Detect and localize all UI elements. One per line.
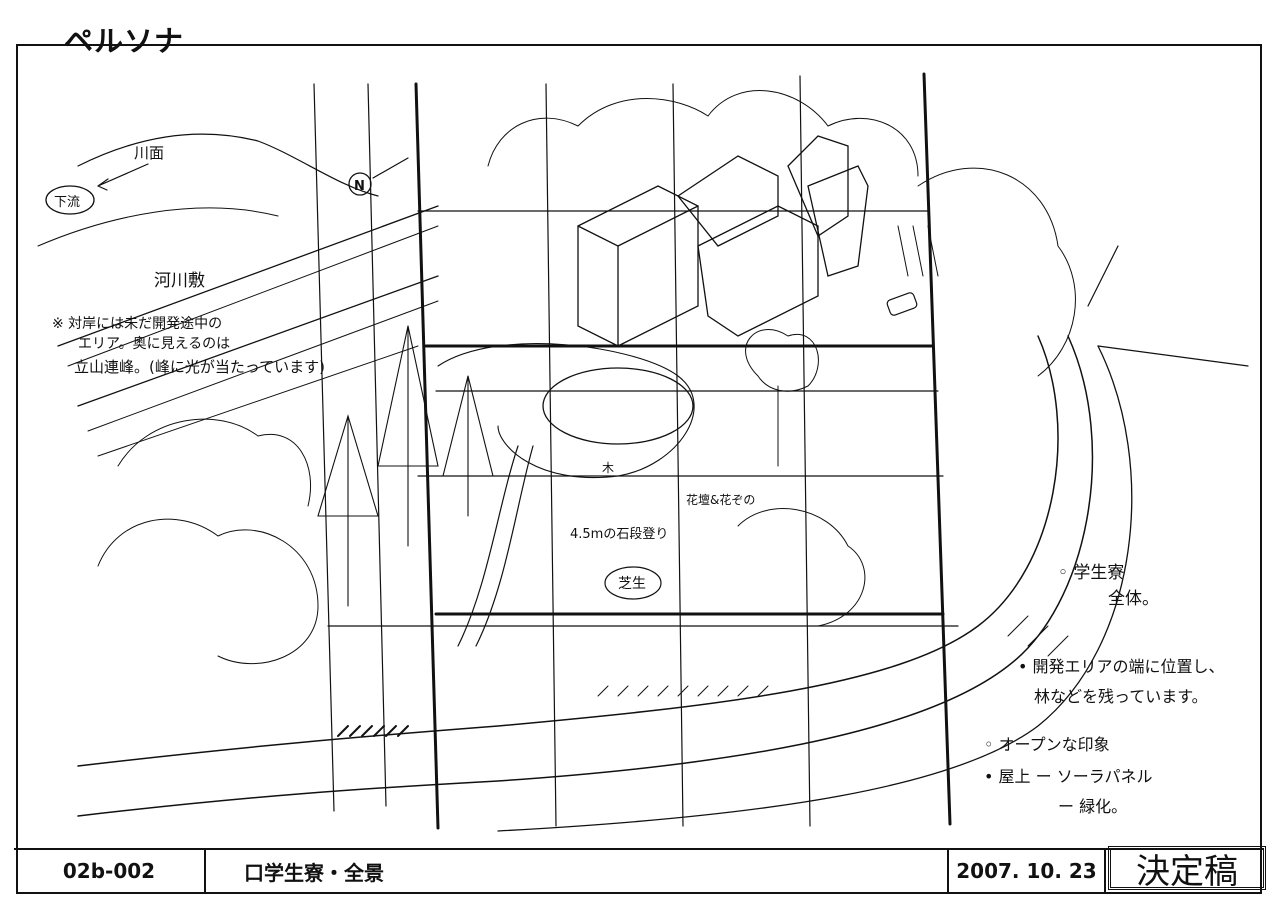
downstream-circle: [45, 185, 95, 215]
main-road: [77, 335, 1094, 817]
tree-canopy: [97, 518, 319, 665]
right-note-dorm-b: 全体。: [1108, 589, 1159, 609]
info-bar: 02b-002 口学生寮・全景 2007. 10. 23 決定稿: [14, 846, 1266, 892]
label-downstream: 下流: [54, 195, 80, 210]
tree-canopy: [737, 508, 866, 627]
label-note-line3: 立山連峰。(峰に光が当たっています): [74, 358, 325, 376]
parking-stripes: [897, 225, 1069, 657]
deciduous-tree: [745, 329, 819, 467]
lawn-circle: [604, 566, 662, 600]
right-note-roof-b: ー 緑化。: [1058, 797, 1127, 816]
label-note-line1: ※ 対岸には未だ開発途中の: [52, 315, 222, 332]
right-note-open: ◦ オープンな印象: [984, 735, 1110, 754]
label-note-line2: エリア。奥に見えるのは: [78, 335, 230, 352]
label-riverbed: 河川敷: [154, 271, 205, 291]
label-lawn: 芝生: [618, 576, 646, 592]
tree-canopy: [117, 418, 312, 507]
curved-path: [437, 343, 695, 479]
footpath: [457, 445, 519, 647]
road-edge: [97, 345, 419, 457]
right-note-roof: • 屋上 ー ソーラパネル: [984, 767, 1153, 786]
hatch-marks: [597, 685, 769, 697]
label-flowerbed: 花壇&花ぞの: [686, 492, 755, 507]
scene-title: 口学生寮・全景: [204, 850, 949, 892]
frame-grid-thin: [313, 75, 959, 827]
footpath: [475, 445, 534, 647]
right-note-location-b: 林などを残っています。: [1034, 687, 1208, 706]
dorm-building-left: [577, 185, 699, 347]
dorm-building-center: [677, 155, 819, 337]
roundabout: [542, 367, 694, 445]
road-edge: [77, 275, 439, 407]
drawing-sheet: 川面 下流 N 河川敷 ※ 対岸には未だ開発途中の エリア。奥に見えるのは 立山…: [16, 44, 1262, 894]
road-edge: [87, 300, 439, 432]
tree-canopy: [487, 90, 919, 177]
right-note-dorm: ◦ 学生寮: [1058, 563, 1124, 583]
cut-code: 02b-002: [14, 850, 206, 892]
side-road: [1087, 245, 1119, 307]
status-stamp: 決定稿: [1108, 846, 1266, 892]
compass-arrow: [372, 157, 409, 179]
parked-car: [886, 292, 918, 316]
crosswalk: [337, 725, 409, 737]
sheet-title: ペルソナ: [64, 24, 185, 58]
hill-line: [37, 207, 279, 247]
conifer-tree: [317, 414, 379, 607]
conifer-tree: [442, 375, 494, 517]
label-north: N: [354, 179, 365, 194]
dorm-building-right: [787, 135, 869, 277]
label-tree: 木: [602, 461, 614, 475]
side-road: [1097, 345, 1249, 367]
right-note-location: • 開発エリアの端に位置し、: [1018, 657, 1225, 676]
hill-line: [77, 133, 379, 197]
label-river-surface: 川面: [134, 144, 164, 162]
tree-canopy: [917, 167, 1076, 377]
main-road: [497, 345, 1133, 832]
sheet-date: 2007. 10. 23: [949, 850, 1106, 892]
conifer-tree: [377, 325, 439, 547]
label-stone-steps: 4.5mの石段登り: [570, 527, 668, 542]
main-road: [77, 335, 1059, 767]
river-edge: [67, 225, 439, 367]
frame-grid-thick: [414, 72, 952, 830]
downstream-arrow: [97, 163, 149, 191]
aerial-sketch: 川面 下流 N 河川敷 ※ 対岸には未だ開発途中の エリア。奥に見えるのは 立山…: [37, 72, 1249, 832]
river-edge: [57, 205, 439, 347]
